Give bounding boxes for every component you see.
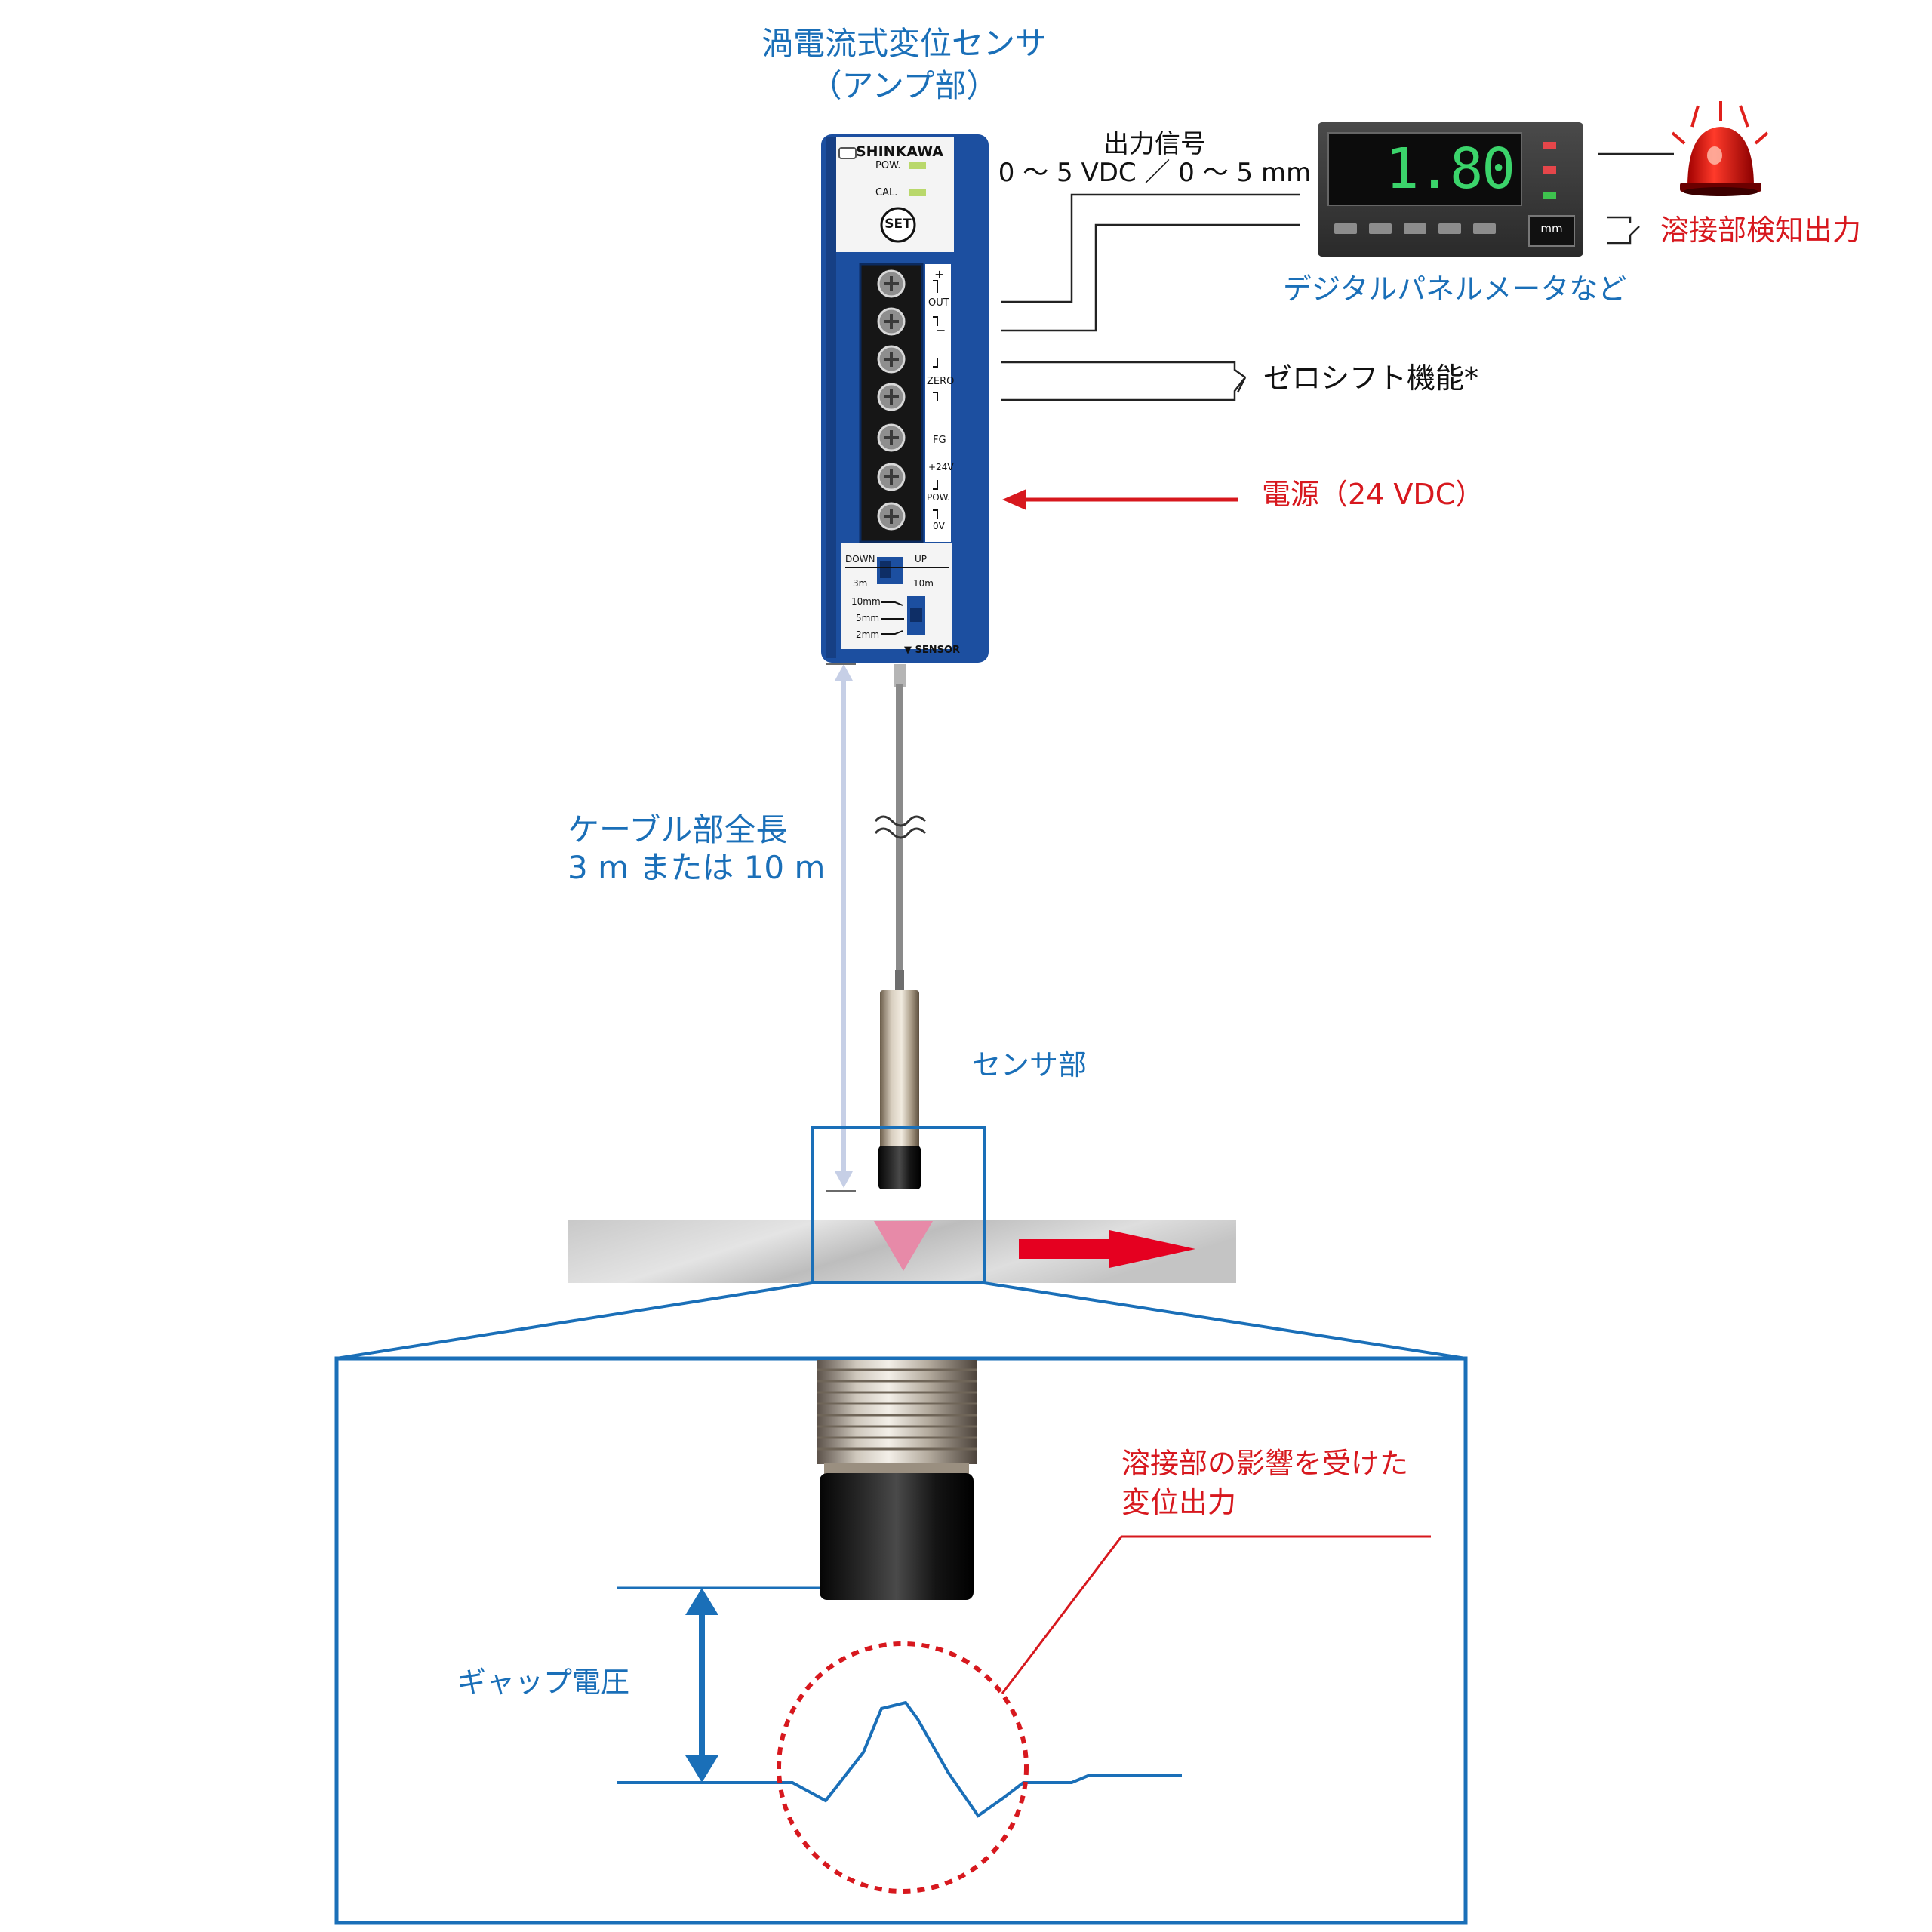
displacement-waveform xyxy=(617,1700,1182,1818)
affected-output-label-2: 変位出力 xyxy=(1121,1486,1237,1519)
terminal-pow-label: POW. xyxy=(927,492,950,503)
meter-reading: 1.80 xyxy=(1385,137,1515,202)
sensor-port-label: ▼ SENSOR xyxy=(904,645,961,656)
gap-voltage-label: ギャップ電圧 xyxy=(457,1666,630,1699)
brand-logo-text: SHINKAWA xyxy=(856,143,943,160)
wiring xyxy=(1001,152,1674,510)
range-2mm-label: 2mm xyxy=(856,629,880,640)
meter-caption: デジタルパネルメータなど xyxy=(1283,272,1627,306)
terminal-24v-label: +24V xyxy=(928,462,954,472)
steel-plate xyxy=(568,1220,1236,1283)
amplifier-unit xyxy=(821,134,989,687)
amp-title: 渦電流式変位センサ xyxy=(761,25,1047,62)
output-signal-label: 出力信号 xyxy=(1103,129,1206,159)
output-signal-range: 0 〜 5 VDC ／ 0 〜 5 mm xyxy=(998,158,1312,188)
terminal-plus-label: + xyxy=(934,267,945,281)
terminal-zero-label: ZERO xyxy=(927,376,955,387)
switch-down-label: DOWN xyxy=(845,554,875,565)
sensor-part-label: センサ部 xyxy=(972,1048,1088,1081)
gap-arrow xyxy=(617,1586,820,1783)
terminal-out-label: OUT xyxy=(928,297,949,309)
weld-effect-highlight xyxy=(777,1535,1431,1894)
range-5mm-label: 5mm xyxy=(856,613,880,623)
affected-output-label: 溶接部の影響を受けた xyxy=(1121,1447,1409,1480)
amp-subtitle: （アンプ部） xyxy=(810,67,998,104)
cable-length-label: ケーブル部全長 xyxy=(568,811,788,848)
warning-beacon xyxy=(1671,101,1769,196)
cable-length-value: 3 m または 10 m xyxy=(568,849,826,886)
terminal-minus-label: − xyxy=(936,323,946,337)
cable-length-arrow xyxy=(826,663,856,1192)
meter-unit: mm xyxy=(1540,222,1563,235)
enlarged-sensor xyxy=(817,1360,977,1600)
switch-10m-label: 10m xyxy=(913,578,934,589)
weld-detect-output-label: 溶接部検知出力 xyxy=(1660,214,1862,247)
terminal-screws xyxy=(877,269,906,531)
range-10mm-label: 10mm xyxy=(851,596,881,607)
led-pow-label: POW. xyxy=(875,160,901,171)
sensor-head xyxy=(878,990,921,1189)
sensor-cable xyxy=(874,684,927,992)
panel-meter xyxy=(1318,122,1583,257)
terminal-fg-label: FG xyxy=(933,435,946,446)
zero-shift-label: ゼロシフト機能* xyxy=(1263,361,1479,395)
power-label: 電源（24 VDC） xyxy=(1262,478,1484,511)
zoom-callout-frame xyxy=(334,1126,1468,1925)
led-cal-label: CAL. xyxy=(875,187,898,198)
set-button[interactable]: SET xyxy=(884,217,912,232)
terminal-0v-label: 0V xyxy=(933,521,945,531)
switch-up-label: UP xyxy=(915,554,928,565)
switch-3m-label: 3m xyxy=(853,578,868,589)
